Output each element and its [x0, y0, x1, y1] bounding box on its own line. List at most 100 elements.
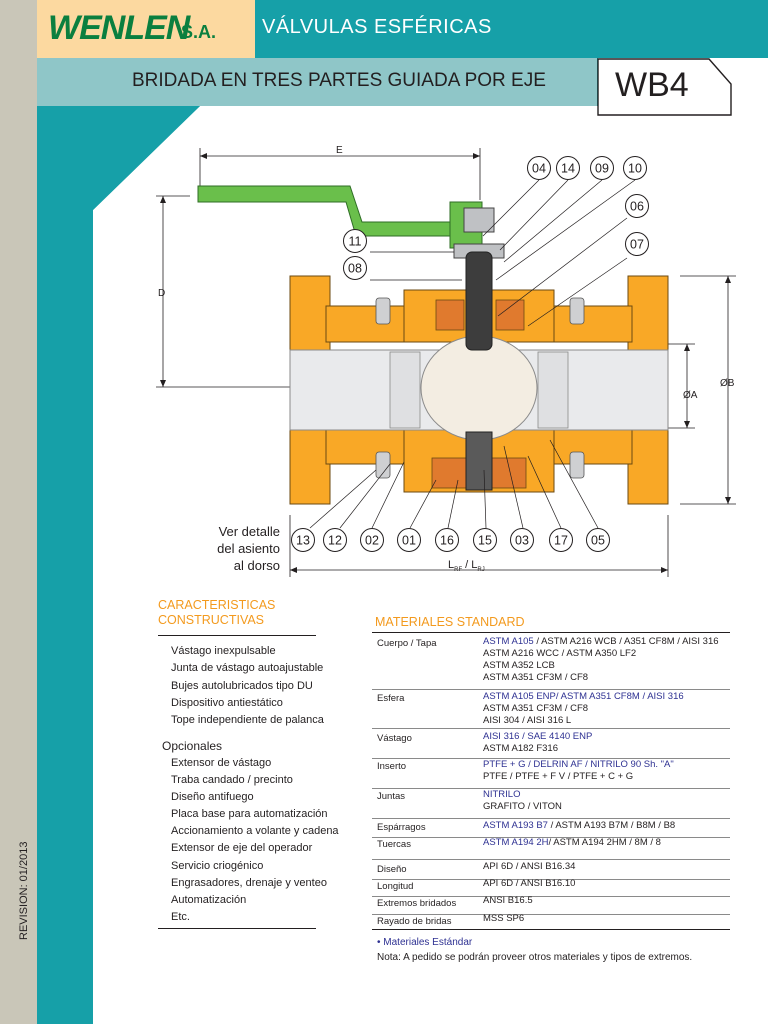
svg-text:03: 03	[515, 534, 529, 548]
material-value: API 6D / ANSI B16.34	[483, 861, 575, 873]
svg-text:01: 01	[402, 534, 416, 548]
svg-text:15: 15	[478, 534, 492, 548]
alternative-material: ASTM A216 WCC / ASTM A350 LF2	[483, 648, 637, 659]
material-value: ASTM A105 / ASTM A216 WCB / A351 CF8M / …	[483, 636, 719, 684]
row-divider	[372, 859, 730, 860]
svg-text:10: 10	[628, 162, 642, 176]
row-divider	[372, 914, 730, 915]
svg-text:13: 13	[296, 534, 310, 548]
part-callout: 11	[343, 229, 367, 253]
detail-note: Ver detalle del asiento al dorso	[217, 524, 280, 573]
table-row: Cuerpo / Tapa ASTM A105 / ASTM A216 WCB /…	[372, 636, 730, 690]
row-divider	[372, 879, 730, 880]
material-label: Extremos bridados	[377, 898, 457, 909]
valve-stem	[453, 207, 505, 491]
part-callout: 02	[360, 528, 384, 552]
characteristics-list: Vástago inexpulsable Junta de vástago au…	[171, 643, 324, 729]
table-row: Esfera ASTM A105 ENP/ ASTM A351 CF8M / AI…	[372, 691, 730, 729]
optionals-list: Extensor de vástago Traba candado / prec…	[171, 755, 339, 926]
materials-rule-bottom	[372, 929, 730, 930]
part-callout: 07	[625, 232, 649, 256]
part-callout: 10	[623, 156, 647, 180]
part-callout: 08	[343, 256, 367, 280]
standard-material: ASTM A105	[483, 636, 534, 647]
part-callout: 05	[586, 528, 610, 552]
dim-e-label: E	[336, 145, 343, 156]
material-label: Cuerpo / Tapa	[377, 638, 437, 649]
material-label: Rayado de bridas	[377, 916, 452, 927]
material-value: ANSI B16.5	[483, 895, 533, 907]
svg-text:11: 11	[349, 235, 362, 249]
dim-a-label: ØA	[683, 390, 698, 401]
material-value: API 6D / ANSI B16.10	[483, 878, 575, 890]
list-item: Extensor de eje del operador	[171, 842, 313, 855]
model-code-frame	[597, 58, 732, 116]
list-item: Bujes autolubricados tipo DU	[171, 679, 313, 692]
list-item: Junta de vástago autoajustable	[171, 662, 324, 675]
row-divider	[372, 818, 730, 819]
characteristics-rule	[158, 635, 316, 636]
table-row: Extremos bridados ANSI B16.5	[372, 895, 730, 915]
part-callout: 06	[625, 194, 649, 218]
row-divider	[372, 728, 730, 729]
material-label: Espárragos	[377, 822, 426, 833]
model-code: WB4	[615, 66, 689, 104]
optionals-heading: Opcionales	[162, 739, 223, 753]
material-label: Longitud	[377, 881, 414, 892]
standard-material: ASTM A194 2H	[483, 837, 549, 848]
material-value: PTFE + G / DELRIN AF / NITRILO 90 Sh. "A…	[483, 759, 674, 783]
part-callout: 15	[473, 528, 497, 552]
part-callout: 17	[549, 528, 573, 552]
row-divider	[372, 689, 730, 690]
list-item: Servicio criogénico	[171, 859, 264, 872]
alternative-material: / ASTM A216 WCB / A351 CF8M / AISI 316	[533, 636, 719, 647]
list-item: Traba candado / precinto	[171, 774, 293, 787]
row-divider	[372, 837, 730, 838]
material-value: ASTM A105 ENP/ ASTM A351 CF8M / AISI 316…	[483, 691, 684, 727]
dimension-lines	[156, 148, 736, 577]
valve-handle	[197, 185, 483, 249]
alternative-material: / ASTM A193 B7M / B8M / B8	[547, 820, 676, 831]
materials-footnote-text: Nota: A pedido se podrán proveer otros m…	[377, 952, 693, 963]
part-callout: 01	[397, 528, 421, 552]
material-value: ASTM A194 2H/ ASTM A194 2HM / 8M / 8	[483, 837, 661, 849]
standard-material: ASTM A105 ENP/ ASTM A351 CF8M / AISI 316	[483, 691, 684, 702]
standard-material: AISI 316 / SAE 4140 ENP	[483, 731, 593, 742]
svg-text:08: 08	[348, 262, 362, 276]
part-callout: 14	[556, 156, 580, 180]
material-label: Tuercas	[377, 839, 411, 850]
alternative-material: MSS SP6	[483, 913, 525, 924]
svg-text:09: 09	[595, 162, 609, 176]
alternative-material: ASTM A351 CF3M / CF8	[483, 672, 589, 683]
table-row: Rayado de bridas MSS SP6	[372, 913, 730, 930]
row-divider	[372, 896, 730, 897]
alternative-material: AISI 304 / AISI 316 L	[483, 715, 572, 726]
teal-band-decoration	[37, 58, 598, 560]
alternative-material: PTFE / PTFE + F V / PTFE + C + G	[483, 771, 634, 782]
list-item: Tope independiente de palanca	[171, 714, 324, 727]
dim-b-label: ØB	[720, 378, 735, 389]
material-value: ASTM A193 B7 / ASTM A193 B7M / B8M / B8	[483, 820, 675, 832]
row-divider	[372, 758, 730, 759]
svg-text:12: 12	[328, 534, 342, 548]
list-item: Vástago inexpulsable	[171, 645, 276, 657]
material-value: MSS SP6	[483, 913, 524, 925]
material-label: Vástago	[377, 733, 412, 744]
dim-l-label: LRF / LRJ	[448, 559, 485, 573]
list-item: Extensor de vástago	[171, 757, 272, 769]
revision-label: REVISION: 01/2013	[18, 841, 30, 940]
material-label: Esfera	[377, 693, 405, 704]
part-callout: 09	[590, 156, 614, 180]
brand-logo: WENLEN	[48, 9, 190, 47]
standard-material: PTFE + G / DELRIN AF / NITRILO 90 Sh. "A…	[483, 759, 674, 770]
page-title: VÁLVULAS ESFÉRICAS	[262, 16, 492, 38]
list-item: Engrasadores, drenaje y venteo	[171, 876, 327, 889]
list-item: Etc.	[171, 910, 190, 923]
table-row: Espárragos ASTM A193 B7 / ASTM A193 B7M /…	[372, 820, 730, 838]
material-label: Inserto	[377, 761, 407, 772]
alternative-material: ASTM A351 CF3M / CF8	[483, 703, 589, 714]
